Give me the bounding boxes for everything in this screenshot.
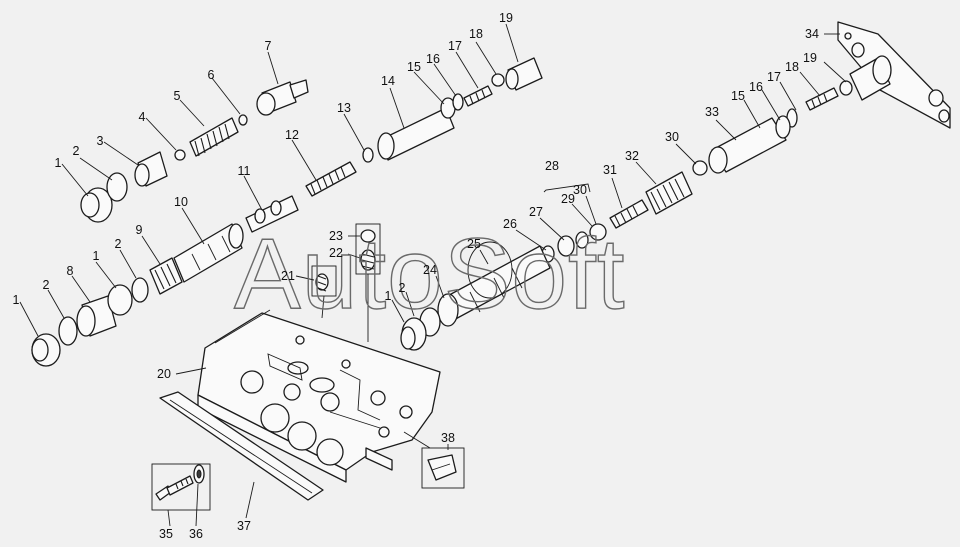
callout-label: 38 <box>441 431 455 445</box>
callout-label: 15 <box>407 60 421 74</box>
callout-label: 6 <box>208 68 215 82</box>
callout-label: 1 <box>13 293 20 307</box>
top-center-row <box>362 57 543 163</box>
callout-label: 16 <box>749 80 763 94</box>
callout-label: 28 <box>545 159 559 173</box>
callout-label: 2 <box>399 281 406 295</box>
callout-label: 12 <box>285 128 299 142</box>
callout-label: 15 <box>731 89 745 103</box>
mounting-plate-part-34 <box>837 21 951 129</box>
callout-label: 35 <box>159 527 173 541</box>
callout-label: 26 <box>503 217 517 231</box>
callout-label: 31 <box>603 163 617 177</box>
callout-label: 20 <box>157 367 171 381</box>
right-middle-row <box>541 160 708 263</box>
bolt-part-35 <box>151 463 211 511</box>
callout-label: 3 <box>97 134 104 148</box>
callout-label: 33 <box>705 105 719 119</box>
callout-label: 2 <box>73 144 80 158</box>
callout-label: 5 <box>174 89 181 103</box>
middle-left-row <box>31 161 357 367</box>
callout-label: 24 <box>423 263 437 277</box>
callout-label: 21 <box>281 269 295 283</box>
callout-label: 14 <box>381 74 395 88</box>
callout-label: 30 <box>573 183 587 197</box>
callout-label: 19 <box>499 11 513 25</box>
check-valve-part-22-23 <box>355 223 381 275</box>
callout-label: 18 <box>469 27 483 41</box>
callout-label: 32 <box>625 149 639 163</box>
callout-label: 16 <box>426 52 440 66</box>
callout-label: 2 <box>43 278 50 292</box>
callout-label: 34 <box>805 27 819 41</box>
callout-label: 23 <box>329 229 343 243</box>
callout-label: 7 <box>265 39 272 53</box>
callout-label: 1 <box>55 156 62 170</box>
callout-label: 36 <box>189 527 203 541</box>
callout-label: 37 <box>237 519 251 533</box>
callout-label: 19 <box>803 51 817 65</box>
callout-label: 17 <box>448 39 462 53</box>
callout-label: 2 <box>115 237 122 251</box>
callout-label: 4 <box>139 110 146 124</box>
callout-label: 25 <box>467 237 481 251</box>
right-upper-row <box>708 55 892 174</box>
leader-lines <box>19 23 847 527</box>
callout-label: 1 <box>385 289 392 303</box>
callout-label: 9 <box>136 223 143 237</box>
callout-labels: 1 2 3 4 5 6 7 1 2 8 1 2 9 10 11 12 13 14… <box>13 11 819 541</box>
callout-label: 29 <box>561 192 575 206</box>
watermark-text: AutoSoft <box>234 218 626 330</box>
callout-label: 18 <box>785 60 799 74</box>
callout-label: 10 <box>174 195 188 209</box>
gasket-part-37 <box>159 391 324 501</box>
callout-label: 27 <box>529 205 543 219</box>
valve-body-part-20 <box>197 309 441 483</box>
callout-label: 8 <box>67 264 74 278</box>
callout-label: 13 <box>337 101 351 115</box>
callout-label: 30 <box>665 130 679 144</box>
callout-label: 17 <box>767 70 781 84</box>
upper-left-row <box>80 79 309 223</box>
callout-label: 22 <box>329 246 343 260</box>
callout-label: 1 <box>93 249 100 263</box>
plug-part-38 <box>421 447 465 489</box>
callout-label: 11 <box>238 164 251 178</box>
right-lower-row <box>400 241 551 351</box>
